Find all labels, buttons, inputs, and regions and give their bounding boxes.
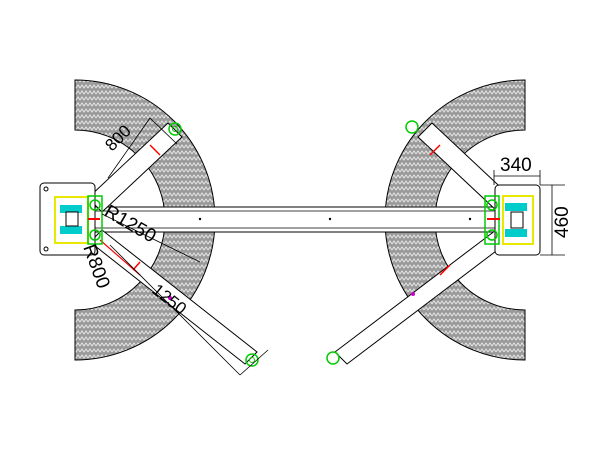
- left-swing-area: [74, 79, 216, 361]
- base-depth-label: 460: [552, 206, 573, 238]
- left-post-base: [39, 182, 103, 256]
- left-bottom-arm: [89, 229, 259, 367]
- right-bottom-arm: [326, 229, 509, 365]
- left-top-arm: [87, 122, 183, 213]
- cross-beam: [94, 206, 501, 233]
- dimension-lines: [101, 117, 565, 376]
- base-width-label: 340: [500, 155, 532, 176]
- right-post-base: [484, 184, 541, 256]
